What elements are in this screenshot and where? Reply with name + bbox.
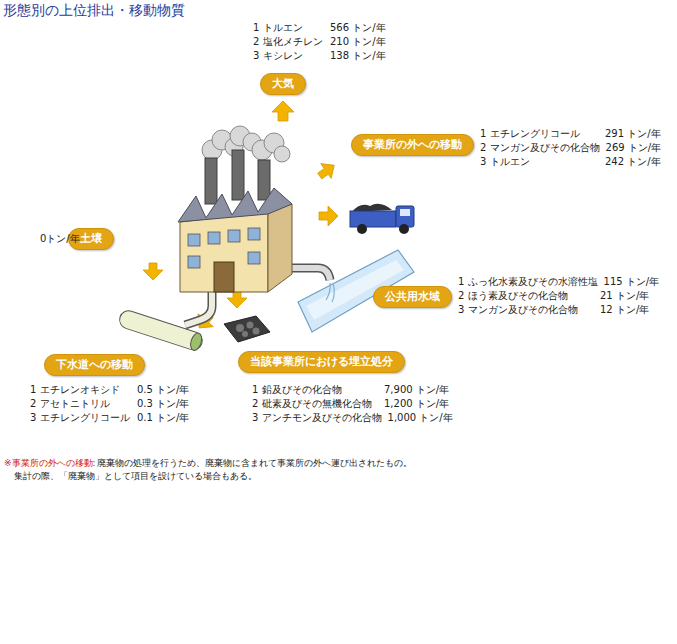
water-amount: 115 トン/年 (604, 276, 660, 288)
truck (350, 204, 414, 234)
water-amount: 12 トン/年 (600, 304, 649, 316)
truck-wheel (399, 224, 409, 234)
landfill-amount: 7,900 トン/年 (384, 384, 449, 396)
factory-side (268, 204, 292, 292)
air-substance: 1 トルエン (253, 22, 303, 34)
landfill-substance: 1 鉛及びその化合物 (252, 384, 342, 396)
truck-window (400, 209, 410, 216)
arrow-down (227, 291, 247, 308)
sewer-amount: 0.1 トン/年 (137, 412, 189, 424)
truck-cab (396, 206, 414, 227)
diagram-title: 形態別の上位排出・移動物質 (3, 2, 185, 19)
sewer-cylinder-end (189, 332, 204, 352)
offsite-amount: 291 トン/年 (605, 128, 661, 140)
offsite-substance: 2 マンガン及びその化合物 (480, 142, 600, 154)
factory (178, 188, 292, 292)
air-substance: 3 キシレン (253, 50, 303, 62)
sewer-amount: 0.5 トン/年 (137, 384, 189, 396)
category-pill: 当該事業所における埋立処分 (238, 351, 405, 373)
water-substance: 3 マンガン及びその化合物 (458, 304, 578, 316)
sewer-pipe (185, 290, 212, 325)
arrow-up-right (314, 158, 339, 183)
note-text: 集計の際、「廃棄物」として項目を設けている場合もある。 (14, 471, 257, 482)
offsite-amount: 269 トン/年 (606, 142, 662, 154)
category-label: 当該事業所における埋立処分 (250, 355, 393, 369)
arrow-up (272, 101, 294, 121)
category-pill: 公共用水域 (373, 286, 452, 308)
air-amount: 138 トン/年 (330, 50, 386, 62)
category-pill: 下水道への移動 (44, 354, 145, 376)
landfill-amount: 1,000 トン/年 (388, 412, 453, 424)
water-substance: 2 ほう素及びその化合物 (458, 290, 568, 302)
factory-roof (178, 188, 292, 222)
offsite-substance: 3 トルエン (480, 156, 530, 168)
factory-door (214, 262, 234, 292)
sewer-amount: 0.3 トン/年 (137, 398, 189, 410)
factory-front (180, 212, 268, 292)
truck-wheel (357, 224, 367, 234)
water-pour (326, 283, 334, 302)
landfill-lumps (236, 322, 260, 338)
arrow-right (319, 206, 338, 226)
landfill-substance: 3 アンチモン及びその化合物 (252, 412, 382, 424)
smoke (202, 126, 290, 162)
truck-bed (350, 211, 396, 227)
landfill-substance: 2 砒素及びその無機化合物 (252, 398, 372, 410)
sewer-cylinder-body (117, 308, 204, 352)
category-label: 下水道への移動 (56, 358, 133, 372)
sewer-cylinder (117, 308, 204, 352)
category-label: 土壌 (80, 232, 102, 246)
water-substance: 1 ふっ化水素及びその水溶性塩 (458, 276, 598, 288)
category-pill: 大気 (260, 73, 306, 95)
sewer-pipe (185, 290, 212, 325)
air-substance: 2 塩化メチレン (253, 36, 323, 48)
chimneys (205, 150, 270, 204)
note-term: ※事業所の外への移動: (4, 458, 96, 469)
category-label: 公共用水域 (385, 290, 440, 304)
sewer-substance: 2 アセトニトリル (30, 398, 110, 410)
air-amount: 566 トン/年 (330, 22, 386, 34)
arrow-down (143, 263, 163, 280)
water-amount: 21 トン/年 (600, 290, 649, 302)
sewer-substance: 3 エチレングリコール (30, 412, 130, 424)
category-label: 大気 (272, 77, 294, 91)
offsite-amount: 242 トン/年 (605, 156, 661, 168)
landfill-pit (224, 316, 270, 342)
air-amount: 210 トン/年 (330, 36, 386, 48)
landfill-amount: 1,200 トン/年 (384, 398, 449, 410)
category-pill: 事業所の外への移動 (351, 134, 474, 156)
sewer-substance: 1 エチレンオキシド (30, 384, 120, 396)
category-label: 事業所の外への移動 (363, 138, 462, 152)
note-text: 廃棄物の処理を行うため、廃棄物に含まれて事業所の外へ運び出されたもの。 (97, 458, 412, 469)
soil-amount: 0トン/年 (40, 233, 80, 245)
offsite-substance: 1 エチレングリコール (480, 128, 580, 140)
